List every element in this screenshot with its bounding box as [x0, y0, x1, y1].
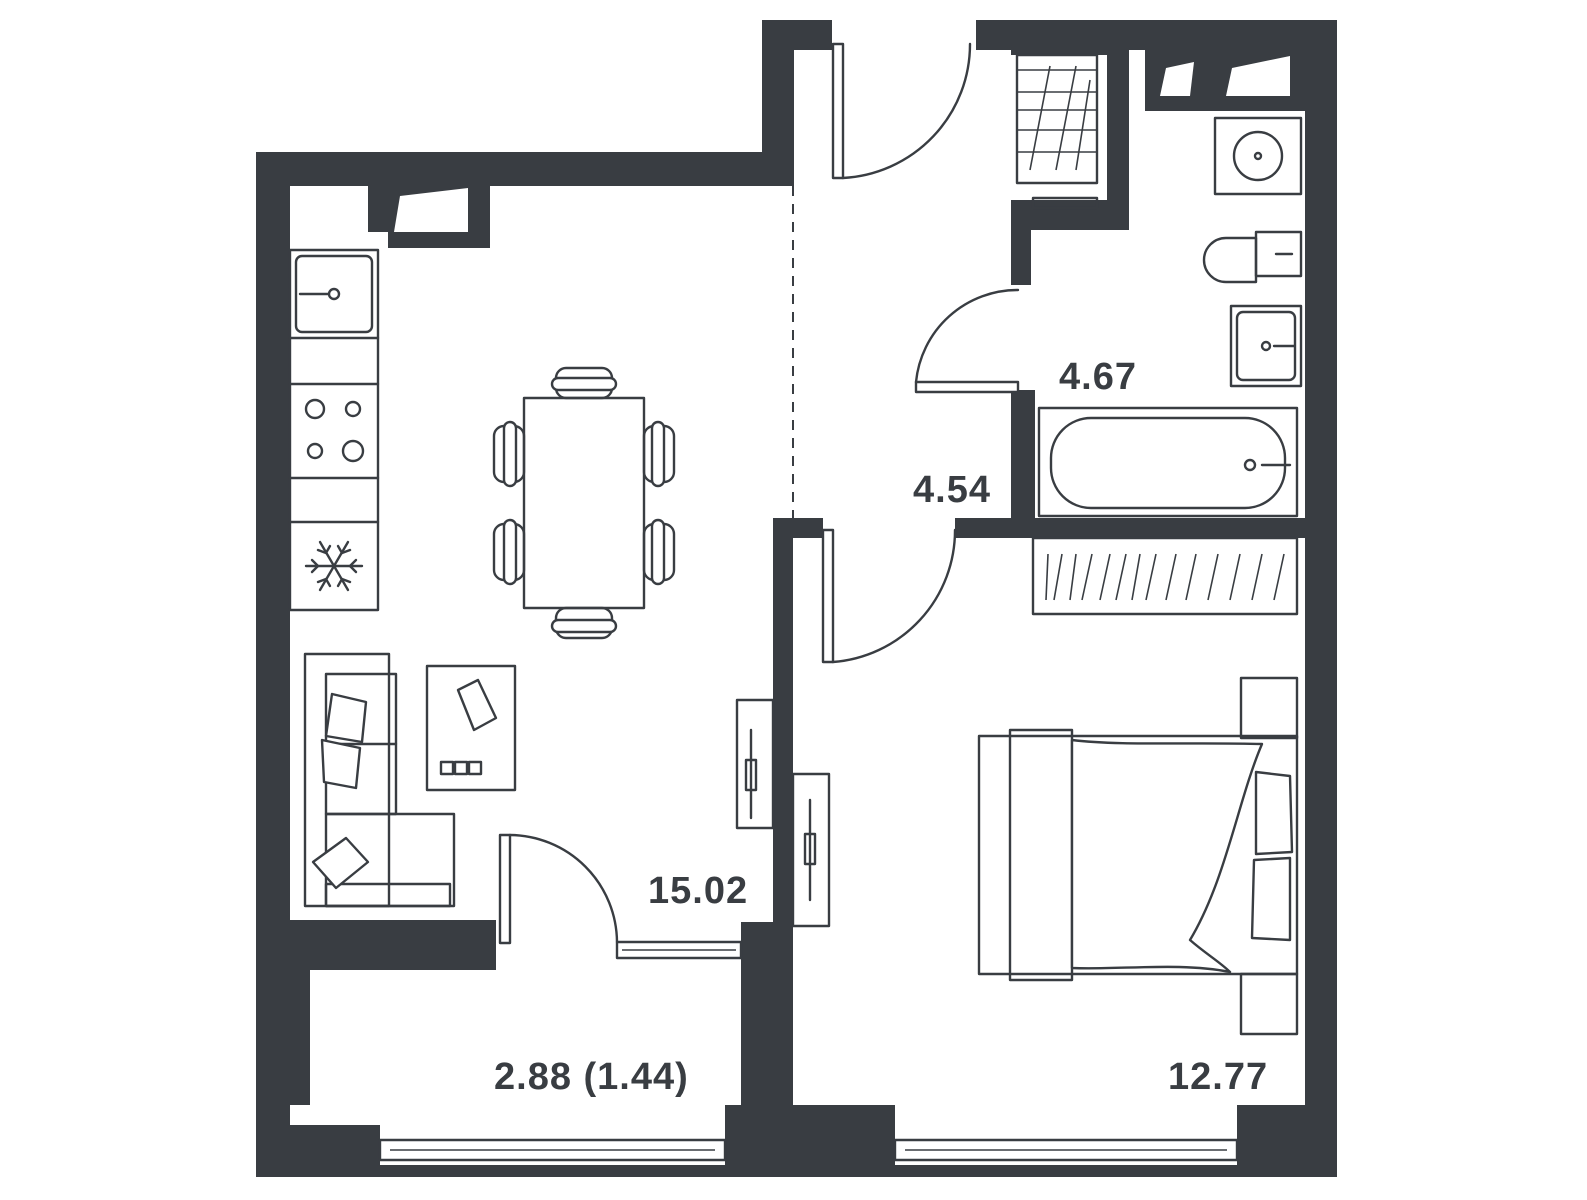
windows: [378, 940, 1239, 1162]
area-label-bathroom: 4.67: [1059, 356, 1137, 398]
hall-wardrobe: [1015, 53, 1099, 210]
doors: [498, 42, 1020, 945]
dining-table: [492, 366, 676, 640]
wall-cabinets: [735, 698, 831, 928]
bed: [977, 676, 1299, 1036]
walls: [256, 20, 1337, 1177]
area-label-living-kitchen: 15.02: [648, 870, 748, 912]
area-label-bedroom: 12.77: [1168, 1056, 1268, 1098]
area-labels: 15.02 4.67 4.54 12.77 2.88 (1.44): [494, 356, 1268, 1098]
area-label-loggia: 2.88 (1.44): [494, 1056, 689, 1098]
kitchen-unit: [288, 248, 380, 612]
coffee-table: [425, 664, 517, 792]
area-label-hallway: 4.54: [913, 469, 991, 511]
bedroom-wardrobe: [1031, 536, 1299, 616]
sofa: [303, 652, 456, 908]
bathroom-fixtures: [1037, 116, 1303, 518]
